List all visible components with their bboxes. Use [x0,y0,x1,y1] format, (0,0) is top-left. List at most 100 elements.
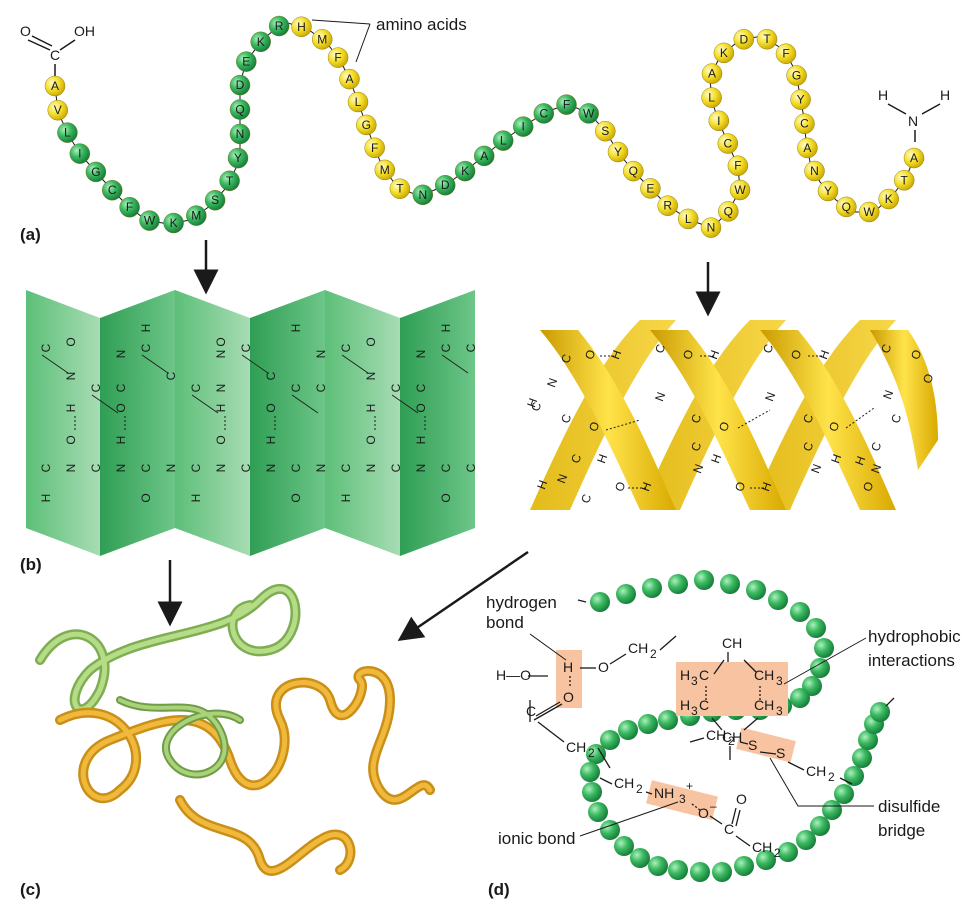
bead [658,710,678,730]
amino-acid-residue: C [794,113,815,134]
sheet-atom: N [64,464,78,473]
amino-acid-residue: D [435,174,456,196]
amino-acid-residue: G [85,161,107,183]
amino-acid-residue: M [374,159,395,181]
hydrophobic-label-1: hydrophobic [868,627,961,646]
amino-acid-residue: H [291,16,312,37]
sheet-atom: C [164,371,178,380]
sheet-atom: C [339,463,353,472]
bead [618,720,638,740]
sheet-atom: C [139,343,153,352]
panel-c-label: (c) [20,880,41,899]
residue-letter: W [583,106,595,120]
sheet-atom: O [264,403,278,412]
tertiary-labels: hydrogen bond hydrophobic interactions d… [486,593,961,848]
bead [600,730,620,750]
residue-letter: T [226,174,234,188]
panel-b-label: (b) [20,555,42,574]
ch2-acid: CH [566,739,586,755]
residue-letter: G [91,165,100,179]
residue-letter: L [685,212,692,226]
bead [614,836,634,856]
sheet-atom: O [64,337,78,346]
amino-acid-residue: K [250,31,271,52]
sheet-atom: O [64,435,78,444]
sheet-atom: O [139,493,153,502]
bead [796,830,816,850]
sheet-atom: O [439,493,453,502]
sheet-atom: N [114,350,128,359]
amino-acid-residue: L [678,208,699,230]
ion-c: C [724,821,734,837]
bead [870,702,890,722]
sheet-atom: C [189,463,203,472]
sheet-atom: C [289,383,303,392]
ds-s-2: S [776,745,785,761]
residue-letter: L [355,95,362,109]
residue-letter: K [170,216,178,230]
helix-atom: O [612,480,628,494]
arrow-helix-to-c [397,550,529,642]
residue-letter: C [800,117,809,131]
amino-acid-residue: M [312,29,333,50]
helix-atom: O [908,348,924,362]
residue-letter: L [708,91,715,105]
residue-letter: T [901,173,909,187]
ribbon-model: (c) [20,583,435,899]
carboxyl-c: C [50,47,60,63]
sheet-atom: C [314,383,328,392]
ch2-acid-sub: 2 [588,746,595,760]
sheet-atom: C [39,463,53,472]
amino-acid-residue: A [701,63,723,84]
bead [720,574,740,594]
residue-letter: W [144,214,156,228]
carboxyl-oh: OH [74,23,95,39]
sheet-atom: N [64,372,78,381]
amino-acid-residue: N [804,160,825,182]
ring-ch3-2: CH [754,697,774,713]
amino-acid-residue: K [454,160,476,182]
amino-acid-residue: E [640,178,661,199]
amino-acid-residue: W [729,179,751,201]
bead [810,658,830,678]
amino-acid-residue: Y [817,180,839,202]
sheet-atom: C [139,463,153,472]
sheet-atom: C [114,383,128,392]
sheet-atom: H [114,436,128,445]
sheet-atom: N [364,464,378,473]
residue-letter: I [78,147,81,161]
residue-letter: A [708,67,716,81]
amino-acid-residue: C [717,133,738,154]
amino-acid-residue: A [797,137,818,159]
sheet-atom: H [289,324,303,333]
amino-acid-residue: T [389,178,411,199]
sheet-atom: N [164,464,178,473]
bead [834,784,854,804]
bead [712,862,732,882]
sheet-atom: H [139,324,153,333]
bead [858,730,878,750]
sheet-atom: C [39,343,53,352]
sheet-atom: N [314,350,328,359]
amino-acid-residue: A [474,145,495,167]
amino-acid-residue: A [44,75,66,97]
sheet-atom: H [214,404,228,413]
sheet-atom: C [439,343,453,352]
ion-ch2-right: CH [752,839,772,855]
bead [630,848,650,868]
bead [768,590,788,610]
sheet-atom: N [214,350,228,359]
hydrophobic-label-2: interactions [868,651,955,670]
bead [642,578,662,598]
sheet-atom: C [464,463,478,472]
helix-atom: O [732,480,748,494]
sheet-atom: C [389,463,403,472]
hb-h: H [563,659,573,675]
bead-loop [577,570,895,882]
ds-ch2-left: CH [706,727,726,743]
ion-nh3-sub: 3 [679,792,686,806]
amino-acid-residue: A [903,147,925,169]
residue-letter: Q [235,103,244,117]
